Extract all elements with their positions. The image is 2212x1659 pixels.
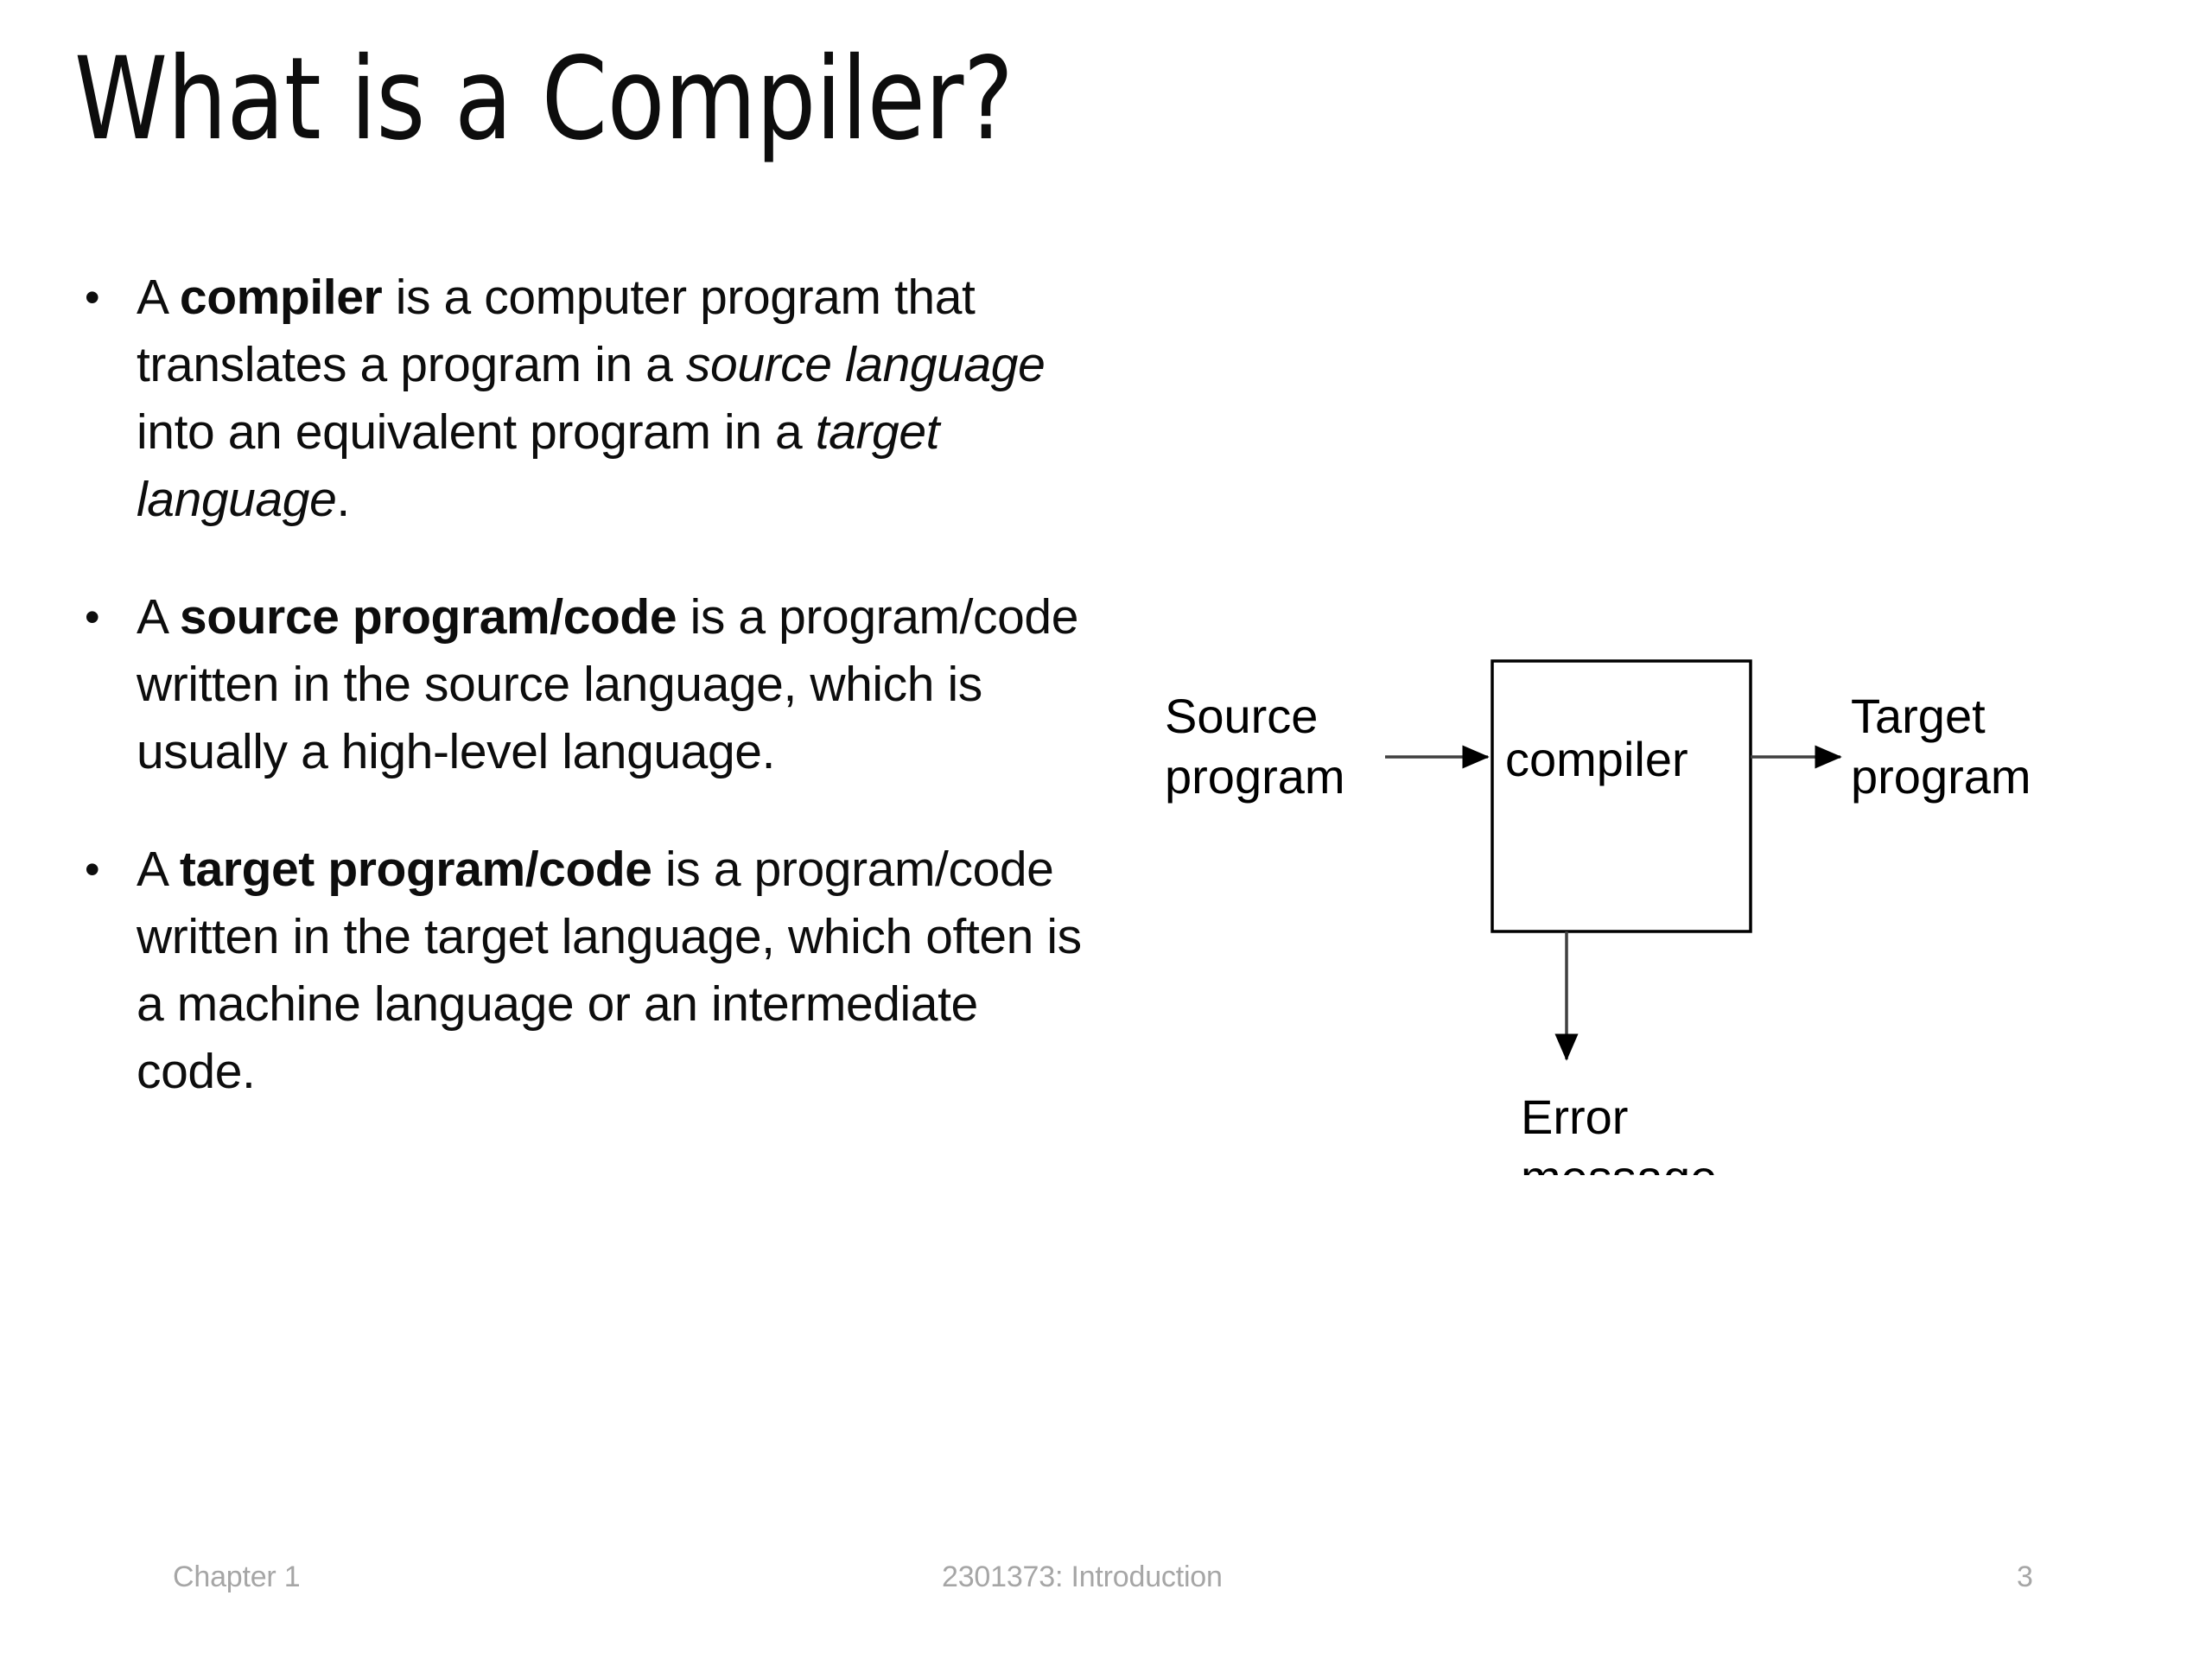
error-message-label-line2: message xyxy=(1521,1150,1717,1175)
bullet-seg: A xyxy=(137,589,180,645)
bullet-seg-italic: source language xyxy=(685,337,1046,392)
bullet-text-1: A compiler is a computer program that tr… xyxy=(137,264,1089,533)
bullet-marker-icon: • xyxy=(85,273,100,321)
compiler-box xyxy=(1491,659,1752,933)
bullet-seg: is a computer program that translates a … xyxy=(137,270,976,392)
footer-chapter: Chapter 1 xyxy=(173,1560,301,1593)
bullet-seg-bold: compiler xyxy=(179,270,383,325)
bullet-seg-bold: source program/code xyxy=(179,589,677,645)
bullet-seg: . xyxy=(336,472,350,527)
bullet-text-2: A source program/code is a program/code … xyxy=(137,583,1089,785)
source-program-label-line1: Source xyxy=(1165,689,1318,743)
bullet-text-3: A target program/code is a program/code … xyxy=(137,836,1089,1105)
compiler-flow-diagram: Source program compiler Target program E… xyxy=(1149,639,2143,1175)
error-message-label-line1: Error xyxy=(1521,1090,1628,1144)
bullet-marker-icon: • xyxy=(85,845,100,893)
bullet-seg: is a program/code written in the source … xyxy=(137,589,1079,779)
page-title: What is a Compiler? xyxy=(74,33,1014,166)
list-item: • A target program/code is a program/cod… xyxy=(78,836,1089,1105)
source-program-label-line2: program xyxy=(1165,749,1345,804)
bullet-seg: is a program/code written in the target … xyxy=(137,842,1082,1099)
target-program-label-line1: Target xyxy=(1851,689,1986,743)
compiler-box-label: compiler xyxy=(1505,732,1688,786)
bullet-seg: A xyxy=(137,842,180,897)
footer-course: 2301373: Introduction xyxy=(942,1560,1223,1593)
list-item: • A compiler is a computer program that … xyxy=(78,264,1089,533)
target-program-label-line2: program xyxy=(1851,749,2031,804)
bullet-marker-icon: • xyxy=(85,593,100,641)
bullet-seg: into an equivalent program in a xyxy=(137,404,816,460)
bullet-seg: A xyxy=(137,270,180,325)
list-item: • A source program/code is a program/cod… xyxy=(78,583,1089,785)
bullet-seg-bold: target program/code xyxy=(179,842,652,897)
bullet-list: • A compiler is a computer program that … xyxy=(78,264,1089,1105)
bullet-seg-italic: target language xyxy=(137,404,940,527)
footer-page-number: 3 xyxy=(2017,1560,2033,1593)
